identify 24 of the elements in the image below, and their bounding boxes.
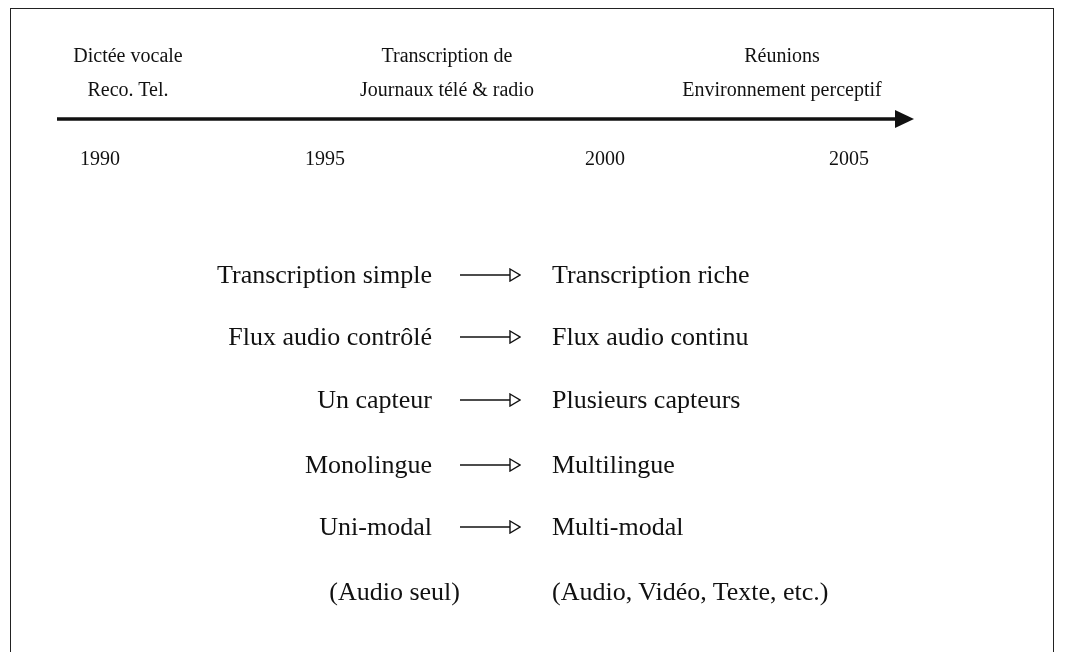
era-label: Transcription de Journaux télé & radio <box>360 43 534 102</box>
item-text: Un capteur <box>317 384 460 416</box>
item-text: Multilingue <box>520 449 675 481</box>
era-label: Dictée vocale Reco. Tel. <box>73 43 183 102</box>
note-text: (Audio, Vidéo, Texte, etc.) <box>552 577 829 607</box>
item-text: Multi-modal <box>520 511 684 543</box>
item-text: Flux audio continu <box>520 321 749 353</box>
item-text: Plusieurs capteurs <box>520 384 741 416</box>
arrow <box>459 268 521 282</box>
item-text: Uni-modal <box>319 511 460 543</box>
item-text: Transcription riche <box>520 259 750 291</box>
item-text: Transcription simple <box>217 259 460 291</box>
arrow <box>459 393 521 407</box>
note-text: (Audio seul) <box>329 577 460 607</box>
item-text: Flux audio contrôlé <box>228 321 460 353</box>
arrow <box>459 458 521 472</box>
arrow <box>459 520 521 534</box>
item-text: Monolingue <box>304 449 460 481</box>
year-label: 2000 <box>585 146 625 170</box>
era-label: Réunions Environnement perceptif <box>682 43 882 103</box>
year-label: 2005 <box>829 146 869 170</box>
arrow <box>459 330 521 344</box>
year-label: 1990 <box>80 146 120 170</box>
year-label: 1995 <box>305 146 345 170</box>
